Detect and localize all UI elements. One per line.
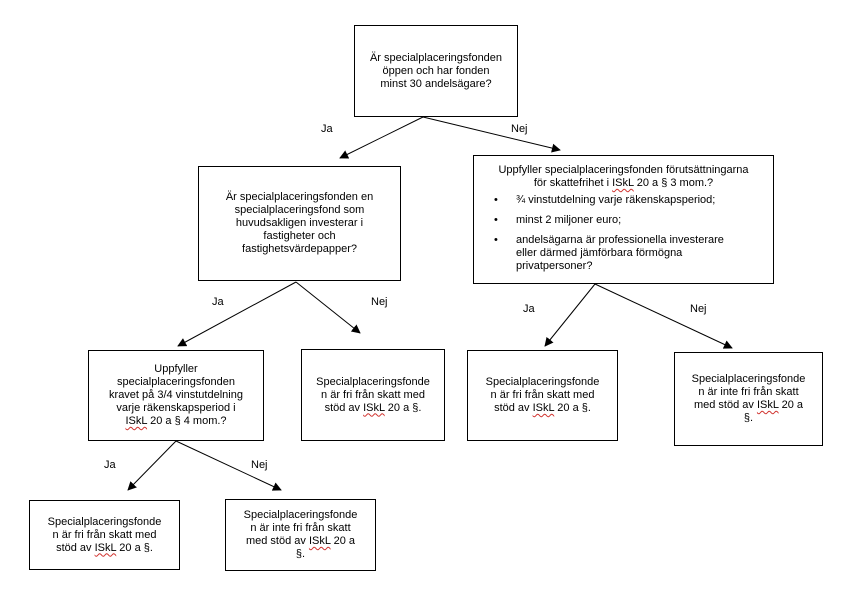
law-abbrev: ISkL [125, 415, 148, 427]
re-line-2: specialplaceringsfond som [234, 204, 365, 216]
outcome-line: n är inte fri från skatt [250, 522, 351, 534]
label-distribution-no: Nej [251, 459, 268, 471]
label-conditions-no: Nej [690, 303, 707, 315]
arrow-distribution-to-exempt [127, 440, 177, 491]
re-line-5: fastighetsvärdepapper? [242, 243, 357, 255]
law-abbrev: ISkL [756, 399, 779, 411]
re-line-1: Är specialplaceringsfonden en [225, 191, 374, 203]
outcome-law-post: 20 a [330, 535, 356, 547]
conditions-question-box: Uppfyller specialplaceringsfonden föruts… [473, 155, 774, 284]
outcome-law-pre: stöd av [494, 402, 533, 414]
label-distribution-yes: Ja [104, 459, 116, 471]
outcome-line: stöd av ISkL 20 a §. [325, 402, 422, 415]
outcome-line: §. [743, 412, 754, 424]
real-estate-question-box: Är specialplaceringsfonden en specialpla… [198, 166, 401, 281]
outcome-conditions-exempt-box: Specialplaceringsfonde n är fri från ska… [467, 350, 618, 441]
outcome-line: Specialplaceringsfonde [485, 376, 600, 388]
arrow-root-to-conditions [422, 116, 561, 153]
cond-line-2: för skattefrihet i ISkL 20 a § 3 mom.? [534, 177, 713, 190]
law-abbrev: ISkL [363, 401, 385, 414]
dist-line-4: varje räkenskapsperiod i [116, 402, 236, 414]
dist-line-3: kravet på 3/4 vinstutdelning [109, 389, 243, 401]
outcome-line: stöd av ISkL 20 a §. [56, 542, 153, 555]
root-line-3: minst 30 andelsägare? [380, 77, 492, 90]
outcome-law-pre: stöd av [324, 401, 364, 414]
outcome-law-pre: med stöd av [693, 399, 757, 411]
bullet-item: andelsägarna är professionella investera… [482, 234, 765, 273]
outcome-law-post: 20 a §. [554, 402, 591, 414]
cond-line-2-post: 20 a § 3 mom.? [633, 177, 714, 189]
outcome-law-post: 20 a §. [116, 541, 153, 554]
outcome-law-post: 20 a §. [384, 401, 422, 414]
dist-line-1: Uppfyller [154, 363, 198, 375]
label-conditions-yes: Ja [523, 303, 535, 315]
law-abbrev: ISkL [612, 177, 634, 189]
outcome-real-estate-exempt-box: Specialplaceringsfonde n är fri från ska… [301, 349, 445, 441]
bullet-item: minst 2 miljoner euro; [482, 214, 765, 227]
law-abbrev: ISkL [94, 541, 117, 554]
outcome-line: Specialplaceringsfonde [243, 509, 358, 521]
re-line-3: huvudsakligen investerar i [235, 217, 364, 229]
outcome-line: Specialplaceringsfonde [316, 375, 430, 388]
arrow-root-to-real-estate [339, 116, 424, 159]
outcome-line: n är inte fri från skatt [698, 386, 799, 398]
label-root-yes: Ja [321, 123, 333, 135]
bullet-item: ¾ vinstutdelning varje räkenskapsperiod; [482, 194, 765, 207]
label-real-estate-no: Nej [371, 296, 388, 308]
dist-line-5-post: 20 a § 4 mom.? [147, 415, 227, 427]
label-real-estate-yes: Ja [212, 296, 224, 308]
outcome-line: med stöd av ISkL 20 a [694, 399, 803, 412]
root-line-1: Är specialplaceringsfonden [369, 51, 503, 64]
law-abbrev: ISkL [308, 535, 331, 547]
distribution-question-box: Uppfyller specialplaceringsfonden kravet… [88, 350, 264, 441]
root-line-2: öppen och har fonden [382, 64, 490, 77]
label-root-no: Nej [511, 123, 528, 135]
outcome-conditions-not-exempt-box: Specialplaceringsfonde n är inte fri frå… [674, 352, 823, 446]
outcome-line: §. [295, 548, 306, 560]
re-line-4: fastigheter och [263, 230, 336, 242]
outcome-distribution-not-exempt-box: Specialplaceringsfonde n är inte fri frå… [225, 499, 376, 571]
arrow-real-estate-to-exempt [295, 281, 361, 334]
outcome-line: stöd av ISkL 20 a §. [494, 402, 591, 415]
outcome-line: Specialplaceringsfonde [47, 515, 162, 528]
arrow-conditions-to-not-exempt [594, 283, 733, 349]
outcome-line: Specialplaceringsfonde [691, 373, 806, 385]
dist-line-2: specialplaceringsfonden [116, 376, 236, 388]
outcome-line: n är fri från skatt med [52, 528, 157, 541]
root-question-box: Är specialplaceringsfonden öppen och har… [354, 25, 518, 117]
outcome-law-pre: stöd av [56, 541, 95, 554]
arrow-distribution-to-not-exempt [175, 440, 282, 491]
outcome-law-pre: med stöd av [245, 535, 309, 547]
outcome-distribution-exempt-box: Specialplaceringsfonde n är fri från ska… [29, 500, 180, 570]
arrow-conditions-to-exempt [544, 283, 596, 347]
conditions-bullet-list: ¾ vinstutdelning varje räkenskapsperiod;… [482, 194, 765, 280]
dist-line-5: ISkL 20 a § 4 mom.? [125, 415, 226, 428]
outcome-line: med stöd av ISkL 20 a [246, 535, 355, 548]
outcome-line: n är fri från skatt med [321, 388, 425, 401]
law-abbrev: ISkL [532, 402, 555, 414]
cond-line-2-pre: för skattefrihet i [533, 177, 613, 189]
cond-line-1: Uppfyller specialplaceringsfonden föruts… [498, 164, 749, 176]
outcome-law-post: 20 a [778, 399, 804, 411]
outcome-line: n är fri från skatt med [490, 389, 595, 401]
arrow-real-estate-to-distribution [177, 281, 297, 347]
